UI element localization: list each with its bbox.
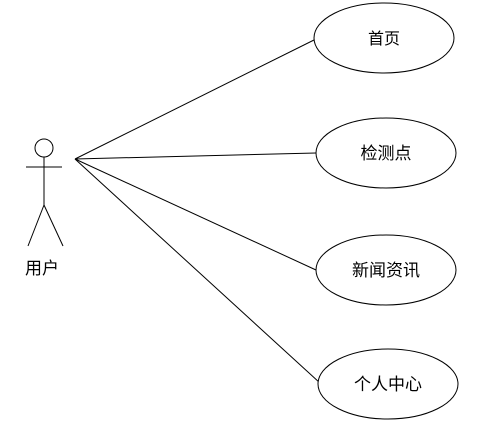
actor-right-leg — [43, 204, 64, 247]
association-line-home — [74, 37, 319, 160]
use-case-label: 检测点 — [361, 144, 412, 164]
actor-figure — [26, 138, 64, 247]
use-case-ellipse — [315, 234, 457, 306]
use-case-label: 个人中心 — [354, 375, 422, 395]
use-case-ellipse — [313, 2, 455, 74]
use-case-news: 新闻资讯 — [315, 234, 457, 306]
association-line-profile — [74, 158, 321, 384]
use-case-label: 首页 — [368, 29, 400, 48]
association-line-checkpoint — [74, 152, 317, 160]
actor-label: 用户 — [25, 259, 59, 279]
use-case-home: 首页 — [313, 2, 455, 74]
use-case-label: 新闻资讯 — [352, 261, 420, 281]
actor-head — [34, 138, 54, 158]
use-case-profile: 个人中心 — [317, 348, 459, 420]
use-case-ellipse — [315, 117, 457, 189]
actor-left-leg — [27, 204, 45, 247]
use-case-checkpoint: 检测点 — [315, 117, 457, 189]
use-case-ellipse — [317, 348, 459, 420]
associations — [74, 37, 321, 384]
association-line-news — [74, 158, 317, 271]
